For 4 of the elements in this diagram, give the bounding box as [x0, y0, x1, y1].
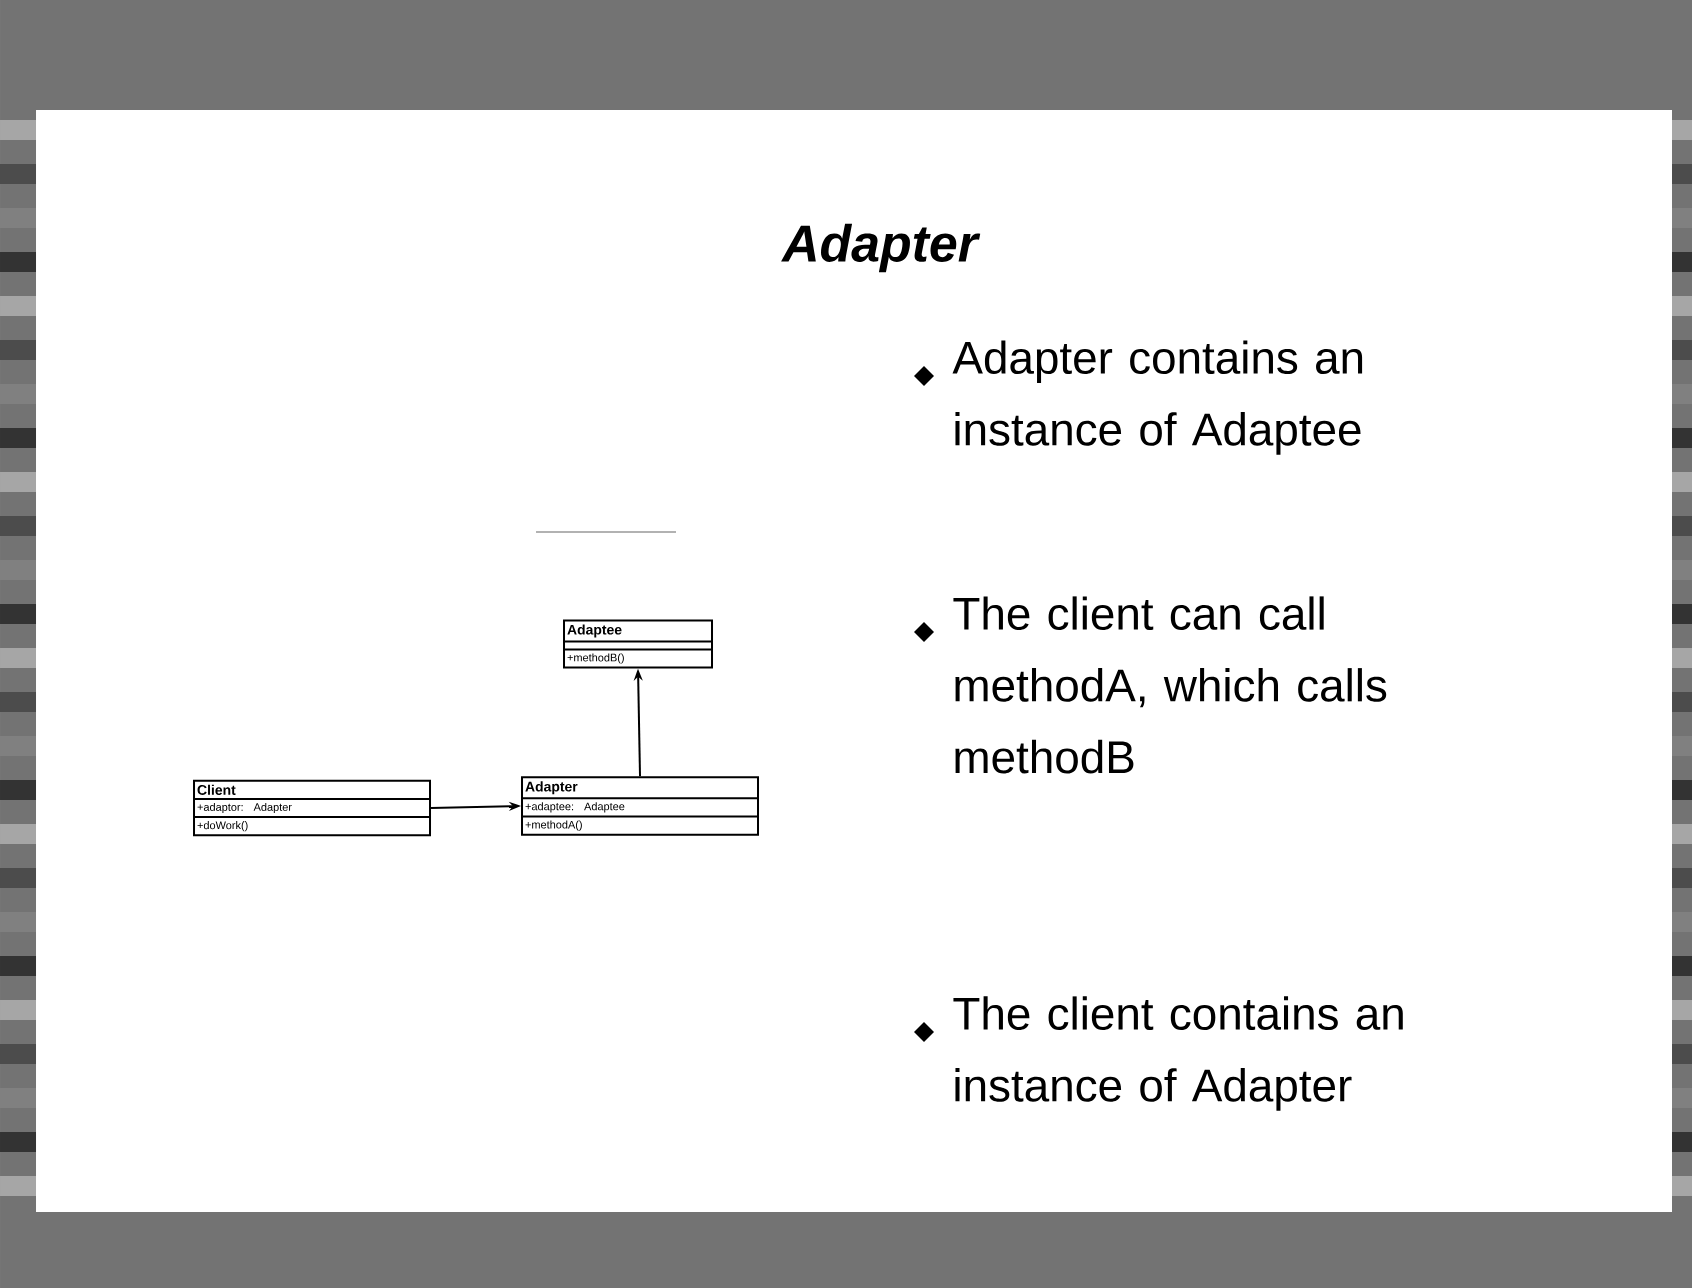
- bullet-text: The client can call methodA, which calls methodB: [953, 596, 1387, 774]
- bullet-text: The client contains an instance of Adapter: [953, 996, 1403, 1111]
- slide-title: Adapter: [781, 223, 981, 273]
- bullet-text: Adapter contains an instance of Adaptee: [952, 340, 1363, 455]
